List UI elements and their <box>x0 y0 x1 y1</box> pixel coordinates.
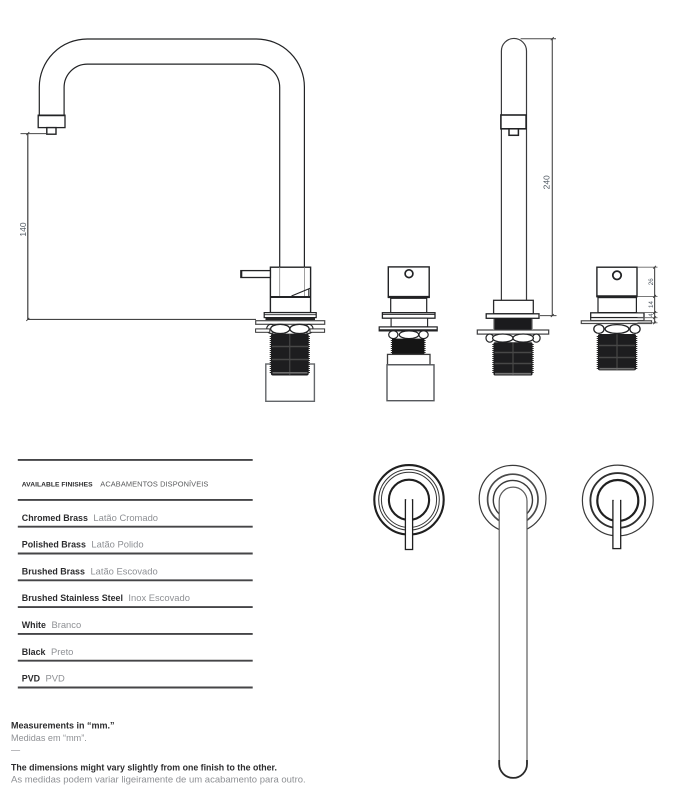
svg-text:14: 14 <box>648 301 655 308</box>
svg-text:—: — <box>11 745 21 755</box>
svg-text:As medidas podem variar ligeir: As medidas podem variar ligeiramente de … <box>11 775 306 786</box>
svg-text:The dimensions might vary slig: The dimensions might vary slightly from … <box>11 763 277 773</box>
svg-text:4: 4 <box>648 313 655 317</box>
svg-text:Measurements in “mm.”: Measurements in “mm.” <box>11 721 115 731</box>
svg-text:26: 26 <box>648 278 655 285</box>
svg-text:140: 140 <box>18 222 28 236</box>
svg-text:240: 240 <box>542 175 552 189</box>
svg-text:AVAILABLE FINISHES: AVAILABLE FINISHES <box>22 482 93 489</box>
svg-text:ACABAMENTOS DISPONÍVEIS: ACABAMENTOS DISPONÍVEIS <box>100 480 208 489</box>
svg-text:Medidas em “mm”.: Medidas em “mm”. <box>11 733 87 743</box>
